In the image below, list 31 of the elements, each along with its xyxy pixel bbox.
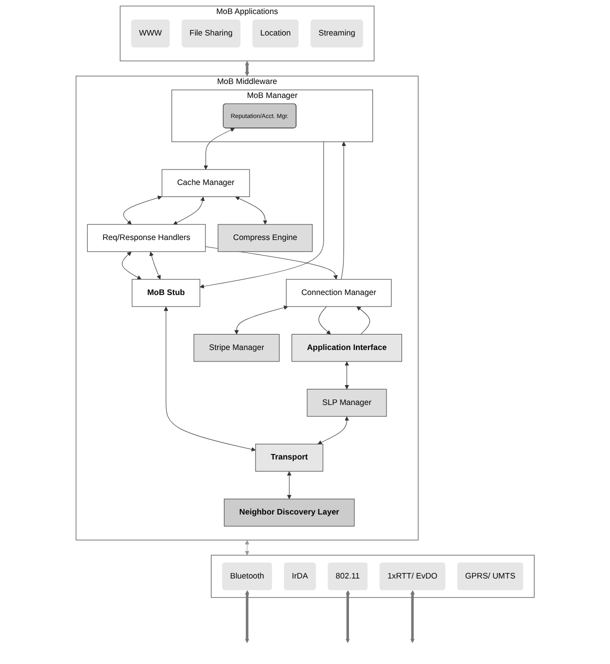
node-box: Neighbor Discovery Layer: [224, 498, 354, 526]
node-box: SLP Manager: [306, 388, 387, 417]
arrow: [200, 142, 324, 289]
arrow: [122, 252, 142, 280]
arrow: [345, 590, 350, 644]
arrow: [344, 361, 349, 390]
arrow: [234, 306, 288, 334]
node-box: Req/Response Handlers: [87, 224, 206, 252]
node-box: Compress Engine: [218, 224, 312, 252]
arrow: [123, 196, 162, 225]
arrow: [286, 471, 292, 500]
arrow: [244, 540, 250, 556]
arrow: [173, 196, 205, 225]
arrow: [149, 252, 161, 280]
arrow: [235, 196, 268, 225]
node-box: Connection Manager: [286, 279, 392, 307]
node-box: Application Interface: [291, 334, 402, 362]
arrow: [317, 416, 349, 444]
arrow: [356, 306, 370, 335]
node-box: Transport: [255, 444, 324, 472]
arrow: [164, 306, 256, 452]
arrow: [244, 60, 250, 76]
node-box: MoB Stub: [132, 279, 200, 307]
arrow: [244, 590, 250, 644]
arrow: [318, 306, 331, 334]
arrow: [410, 590, 415, 644]
arrow: [340, 142, 346, 280]
cluster: [210, 554, 534, 598]
node-box: Cache Manager: [162, 169, 250, 197]
arrow: [203, 128, 235, 170]
node-box: Stripe Manager: [194, 334, 280, 362]
